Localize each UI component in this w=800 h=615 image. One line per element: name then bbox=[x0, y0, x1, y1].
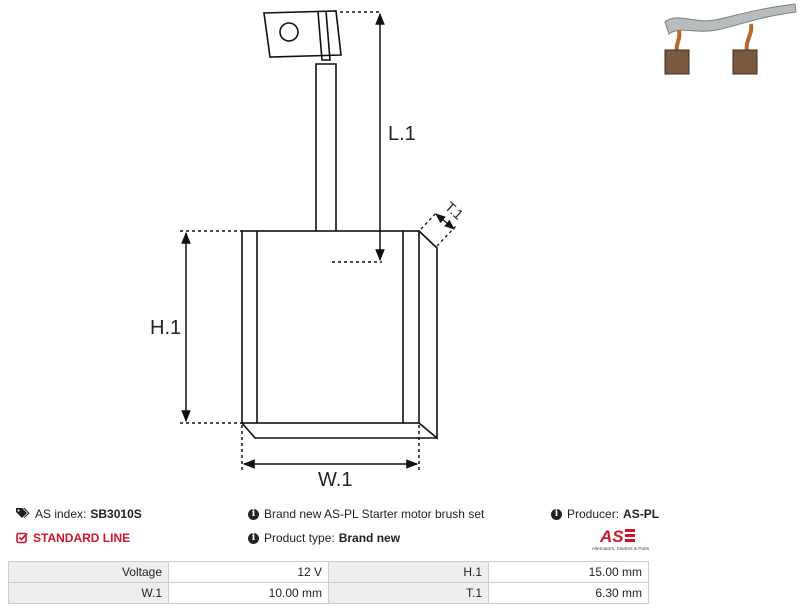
spec-key: T.1 bbox=[328, 582, 489, 604]
terminal-tab bbox=[263, 10, 342, 61]
dimension-t1 bbox=[420, 211, 457, 247]
spec-key: Voltage bbox=[8, 561, 169, 583]
table-row: W.1 10.00 mm T.1 6.30 mm bbox=[8, 582, 649, 604]
as-index: AS index: SB3010S bbox=[16, 507, 142, 521]
product-type-value: Brand new bbox=[338, 531, 401, 545]
spec-key: H.1 bbox=[328, 561, 489, 583]
logo-mark: AS bbox=[599, 527, 624, 546]
producer: i Producer: AS-PL bbox=[551, 507, 659, 521]
specs-table: Voltage 12 V H.1 15.00 mm W.1 10.00 mm T… bbox=[8, 561, 649, 604]
product-type-label: Product type: bbox=[264, 531, 335, 545]
dimension-w1 bbox=[241, 425, 420, 470]
as-index-label: AS index: bbox=[35, 507, 87, 521]
producer-label: Producer: bbox=[567, 507, 620, 521]
as-index-value: SB3010S bbox=[90, 507, 142, 521]
spec-value: 6.30 mm bbox=[488, 582, 649, 604]
info-icon: i bbox=[248, 508, 259, 520]
logo-tagline: Alternators, Starters & Parts bbox=[592, 546, 650, 551]
spec-value: 12 V bbox=[168, 561, 329, 583]
standard-line-label: STANDARD LINE bbox=[33, 531, 131, 545]
brush-body bbox=[241, 230, 438, 440]
spec-value: 10.00 mm bbox=[168, 582, 329, 604]
spec-key: W.1 bbox=[8, 582, 169, 604]
label-w1: W.1 bbox=[318, 469, 352, 491]
product-type: i Product type: Brand new bbox=[248, 531, 400, 545]
standard-line: STANDARD LINE bbox=[16, 531, 130, 545]
product-info: AS index: SB3010S STANDARD LINE i Brand … bbox=[0, 500, 800, 552]
description: i Brand new AS-PL Starter motor brush se… bbox=[248, 507, 484, 521]
product-photo bbox=[664, 3, 797, 75]
table-row: Voltage 12 V H.1 15.00 mm bbox=[8, 561, 649, 583]
spec-value: 15.00 mm bbox=[488, 561, 649, 583]
info-icon: i bbox=[248, 532, 259, 544]
technical-drawing: L.1 H.1 W.1 T.1 bbox=[150, 10, 467, 491]
description-text: Brand new AS-PL Starter motor brush set bbox=[264, 507, 485, 521]
dimension-h1 bbox=[180, 230, 242, 424]
label-h1: H.1 bbox=[150, 317, 181, 339]
label-t1: T.1 bbox=[442, 198, 467, 223]
info-icon: i bbox=[551, 508, 562, 520]
spring-strip bbox=[664, 3, 797, 35]
tags-icon bbox=[16, 508, 30, 518]
producer-value: AS-PL bbox=[623, 507, 660, 521]
label-l1: L.1 bbox=[388, 123, 416, 145]
dimension-l1 bbox=[332, 11, 385, 263]
checkbox-checked-icon bbox=[16, 532, 28, 544]
as-pl-logo: AS Alternators, Starters & Parts bbox=[592, 527, 650, 551]
carbon-brush bbox=[664, 49, 758, 75]
